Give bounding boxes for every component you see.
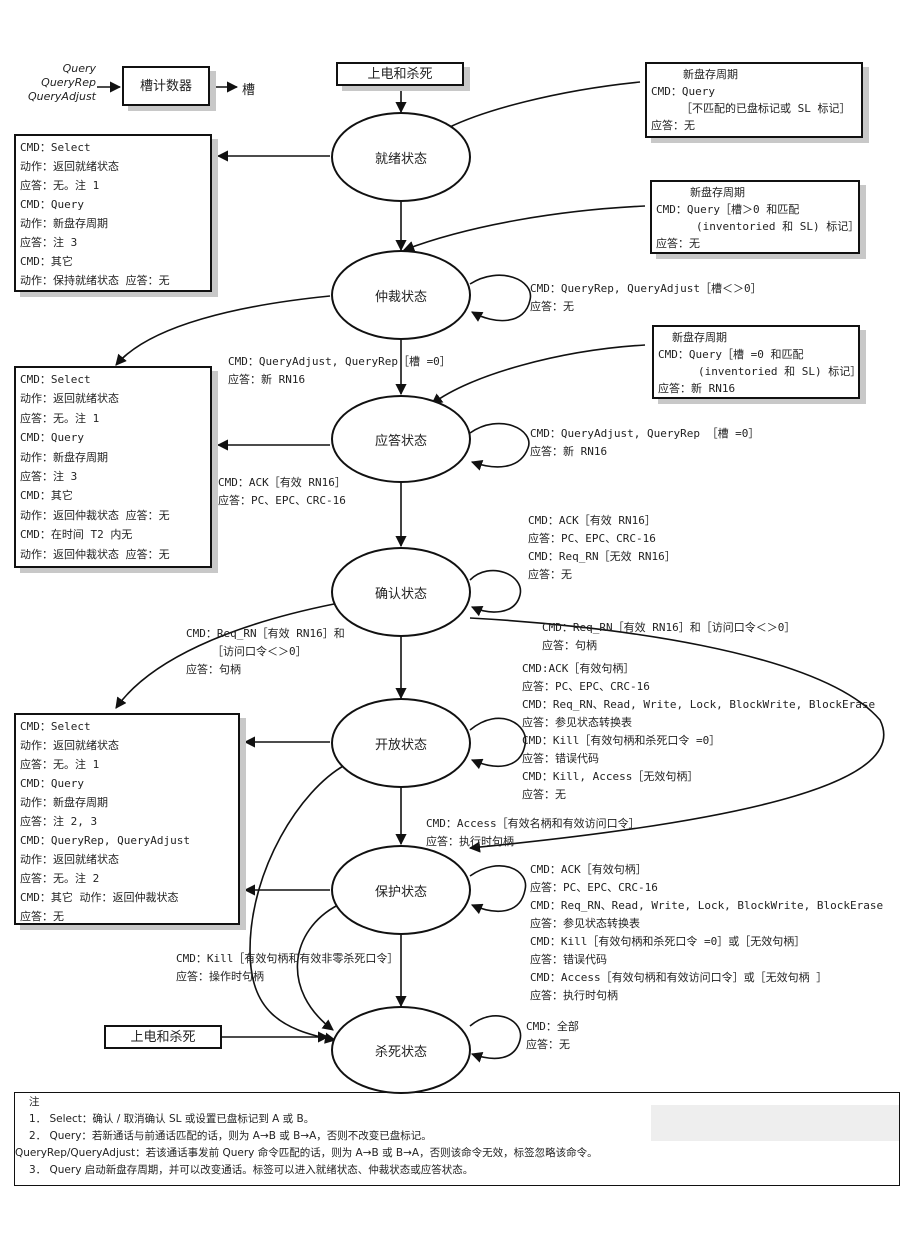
label-ack-self: CMD：ACK［有效 RN16］ 应答：PC、EPC、CRC-16 CMD：Re… <box>528 514 676 581</box>
state-secured: 保护状态 <box>331 845 471 935</box>
edge-arb-to-replybox <box>115 295 331 366</box>
label-reply-to-ack: CMD：ACK［有效 RN16］ 应答：PC、EPC、CRC-16 <box>218 476 346 507</box>
state-ready: 就绪状态 <box>331 112 471 202</box>
label-arb-to-reply: CMD：QueryAdjust, QueryRep［槽 =0］ 应答：新 RN1… <box>228 355 451 386</box>
note-line: 2． Query：若新通话与前通话匹配的话，则为 A→B 或 B→A，否则不改变… <box>29 1130 432 1142</box>
new-round-box-3: 新盘存周期 CMD：Query［槽 =0 和匹配 (inventoried 和 … <box>652 325 860 399</box>
loop-reply <box>469 422 530 471</box>
note-line: QueryRep/QueryAdjust：若该通话事发前 Query 命令匹配的… <box>15 1147 598 1159</box>
notes-shading <box>651 1105 899 1141</box>
slot-counter-inputs: Query QueryRep QueryAdjust <box>16 62 96 104</box>
notes-panel: 注 1． Select：确认 / 取消确认 SL 或设置已盘标记到 A 或 B。… <box>14 1092 900 1186</box>
state-killed: 杀死状态 <box>331 1006 471 1094</box>
note-line: 1． Select：确认 / 取消确认 SL 或设置已盘标记到 A 或 B。 <box>29 1113 315 1125</box>
ready-action-box: CMD：Select 动作：返回就绪状态 应答：无。注 1 CMD：Query … <box>14 134 212 292</box>
label-ack-to-secured: CMD：Req_RN［有效 RN16］和［访问口令＜＞0］ 应答：句柄 <box>542 621 796 652</box>
new-round-box-1: 新盘存周期 CMD：Query ［不匹配的已盘标记或 SL 标记］ 应答：无 <box>645 62 863 138</box>
edge-newround2-to-arb <box>402 205 646 252</box>
label-killed-self: CMD：全部 应答：无 <box>526 1020 579 1051</box>
edge-ack-to-openbox <box>115 603 335 709</box>
input-queryrep: QueryRep <box>41 76 96 89</box>
edge-open-to-killed <box>249 764 346 1044</box>
label-arb-self: CMD：QueryRep, QueryAdjust［槽＜＞0］ 应答：无 <box>530 282 762 313</box>
new-round-box-2: 新盘存周期 CMD：Query［槽＞0 和匹配 (inventoried 和 S… <box>650 180 860 254</box>
label-secured-self: CMD：ACK［有效句柄］ 应答：PC、EPC、CRC-16 CMD：Req_R… <box>530 863 884 1002</box>
loop-secured <box>469 865 527 915</box>
input-query: Query <box>62 62 96 75</box>
input-queryadjust: QueryAdjust <box>27 90 96 103</box>
slot-output: 槽 <box>242 83 256 98</box>
label-open-self: CMD:ACK［有效句柄］ 应答：PC、EPC、CRC-16 CMD：Req_R… <box>522 662 876 801</box>
open-action-box: CMD：Select 动作：返回就绪状态 应答：无。注 1 CMD：Query … <box>14 713 240 925</box>
edge-newround1-to-ready <box>439 81 641 133</box>
loop-ack <box>469 569 522 617</box>
label-open-to-secured: CMD：Access［有效名柄和有效访问口令］ 应答：执行时句柄 <box>426 817 640 848</box>
loop-open <box>469 717 527 770</box>
label-ack-to-open: CMD：Req_RN［有效 RN16］和 ［访问口令＜＞0］ 应答：句柄 <box>186 627 345 676</box>
loop-arb <box>469 274 532 322</box>
reply-action-box: CMD：Select 动作：返回就绪状态 应答：无。注 1 CMD：Query … <box>14 366 212 568</box>
state-reply: 应答状态 <box>331 395 471 483</box>
state-open: 开放状态 <box>331 698 471 788</box>
state-acknowledged: 确认状态 <box>331 547 471 637</box>
label-reply-self: CMD：QueryAdjust, QueryRep ［槽 =0］ 应答：新 RN… <box>530 427 760 458</box>
notes-title: 注 <box>29 1096 40 1108</box>
power-kill-top: 上电和杀死 <box>336 62 464 86</box>
note-line: 3． Query 启动新盘存周期，并可以改变通话。标签可以进入就绪状态、仲裁状态… <box>29 1164 474 1176</box>
edge-secured-to-killed-left <box>296 904 339 1031</box>
power-kill-bottom: 上电和杀死 <box>104 1025 222 1049</box>
label-to-killed: CMD：Kill［有效句柄和有效非零杀死口令］ 应答：操作时句柄 <box>176 952 399 983</box>
edge-newround3-to-reply <box>431 344 646 405</box>
slot-counter-box: 槽计数器 <box>122 66 210 106</box>
edge-ack-to-secured <box>468 617 885 853</box>
state-arbitrate: 仲裁状态 <box>331 250 471 340</box>
loop-killed <box>469 1015 522 1063</box>
